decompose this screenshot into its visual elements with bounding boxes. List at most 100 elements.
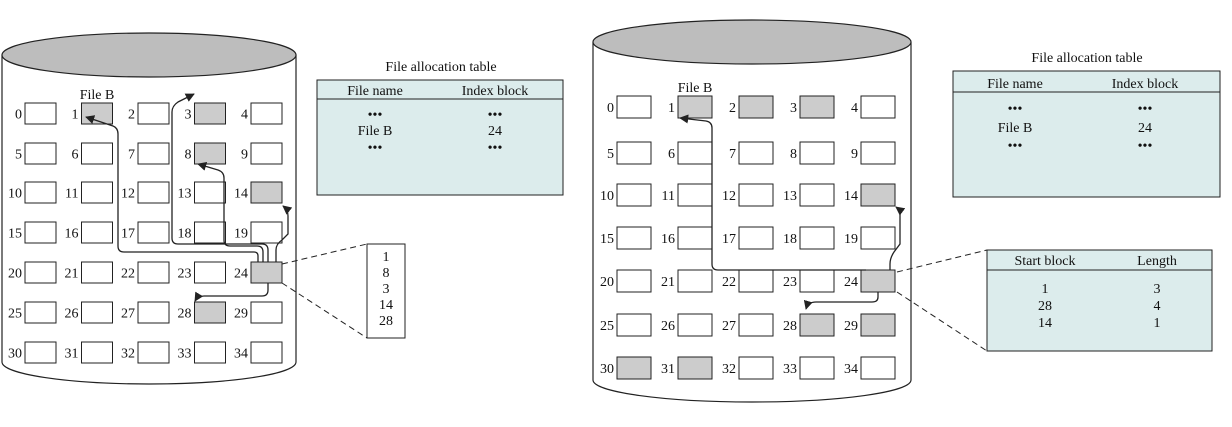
left-block-number-18: 18 [178, 227, 192, 242]
right-block-number-28: 28 [783, 319, 797, 334]
right-fat-row3-index: ••• [1138, 139, 1153, 154]
right-block-0 [616, 95, 652, 119]
right-block-number-2: 2 [729, 101, 736, 116]
left-index-block-box [366, 243, 406, 339]
right-block-number-30: 30 [600, 362, 614, 377]
right-fat-row3-name: ••• [1008, 139, 1023, 154]
left-block-number-7: 7 [128, 148, 135, 163]
left-fat-header-index: Index block [462, 84, 528, 99]
right-extent-row2-length: 4 [1154, 299, 1161, 314]
right-block-number-6: 6 [668, 147, 675, 162]
right-block-9 [860, 141, 896, 165]
right-block-11 [677, 183, 713, 207]
right-block-15 [616, 226, 652, 250]
left-index-entry-2: 8 [383, 266, 390, 281]
left-block-31 [81, 341, 113, 364]
left-block-number-23: 23 [178, 267, 192, 282]
left-block-number-29: 29 [234, 307, 248, 322]
left-block-34 [250, 341, 283, 364]
left-block-number-10: 10 [8, 187, 22, 202]
left-disk-top [1, 32, 297, 78]
left-index-block-callout: 1 8 3 14 28 [281, 243, 406, 339]
left-block-9 [250, 142, 283, 165]
right-block-13 [799, 183, 835, 207]
left-block-number-21: 21 [65, 267, 79, 282]
left-block-number-31: 31 [65, 347, 79, 362]
left-block-number-25: 25 [8, 307, 22, 322]
right-block-31 [677, 356, 713, 380]
right-block-25 [616, 313, 652, 337]
right-block-4 [860, 95, 896, 119]
left-block-number-26: 26 [65, 307, 79, 322]
right-block-number-24: 24 [844, 275, 858, 290]
right-block-34 [860, 356, 896, 380]
left-block-number-2: 2 [128, 108, 135, 123]
right-block-number-22: 22 [722, 275, 736, 290]
right-block-number-8: 8 [790, 147, 797, 162]
left-block-number-15: 15 [8, 227, 22, 242]
right-arrow-to-block-28 [803, 292, 879, 310]
left-arrow-to-block-28 [194, 283, 269, 302]
right-extent-row1-start: 1 [1042, 282, 1049, 297]
right-block-number-12: 12 [722, 189, 736, 204]
right-block-1 [677, 95, 713, 119]
left-block-10 [24, 181, 57, 204]
left-block-number-19: 19 [234, 227, 248, 242]
right-extent-row3-length: 1 [1154, 316, 1161, 331]
right-block-number-21: 21 [661, 275, 675, 290]
right-block-number-20: 20 [600, 275, 614, 290]
right-block-number-34: 34 [844, 362, 858, 377]
left-arrow-to-block-3 [171, 93, 269, 262]
left-fat-row3-index: ••• [488, 141, 503, 156]
right-block-27 [738, 313, 774, 337]
left-arrow-to-block-1 [85, 115, 259, 262]
right-block-number-15: 15 [600, 232, 614, 247]
right-block-number-23: 23 [783, 275, 797, 290]
left-block-2 [137, 102, 170, 125]
right-block-26 [677, 313, 713, 337]
left-block-24 [250, 261, 283, 284]
right-block-number-0: 0 [607, 101, 614, 116]
left-file-b-label: File B [80, 88, 115, 103]
right-block-number-19: 19 [844, 232, 858, 247]
left-fat: File allocation table File name Index bl… [316, 60, 564, 196]
left-arrow-to-block-14 [275, 205, 293, 262]
left-block-number-22: 22 [121, 267, 135, 282]
left-block-17 [137, 221, 170, 244]
left-block-30 [24, 341, 57, 364]
left-block-number-34: 34 [234, 347, 248, 362]
right-disk-top [592, 19, 912, 65]
right-extents-callout: Start block Length 1 3 28 4 14 1 [896, 249, 1213, 352]
right-block-number-29: 29 [844, 319, 858, 334]
right-block-21 [677, 269, 713, 293]
left-block-19 [250, 221, 283, 244]
left-index-entry-5: 28 [379, 314, 393, 329]
left-block-18 [194, 221, 226, 244]
left-block-11 [81, 181, 113, 204]
left-block-26 [81, 301, 113, 324]
left-block-number-32: 32 [121, 347, 135, 362]
right-block-16 [677, 226, 713, 250]
left-block-number-14: 14 [234, 187, 248, 202]
left-block-8 [194, 142, 226, 165]
right-block-20 [616, 269, 652, 293]
right-block-8 [799, 141, 835, 165]
right-block-number-26: 26 [661, 319, 675, 334]
left-block-6 [81, 142, 113, 165]
right-block-14 [860, 183, 896, 207]
right-block-32 [738, 356, 774, 380]
right-block-2 [738, 95, 774, 119]
right-block-number-7: 7 [729, 147, 736, 162]
left-block-12 [137, 181, 170, 204]
left-block-number-17: 17 [121, 227, 135, 242]
right-block-number-27: 27 [722, 319, 736, 334]
left-block-number-9: 9 [241, 148, 248, 163]
left-block-4 [250, 102, 283, 125]
right-block-33 [799, 356, 835, 380]
left-block-number-33: 33 [178, 347, 192, 362]
left-block-5 [24, 142, 57, 165]
right-block-number-14: 14 [844, 189, 858, 204]
left-block-22 [137, 261, 170, 284]
